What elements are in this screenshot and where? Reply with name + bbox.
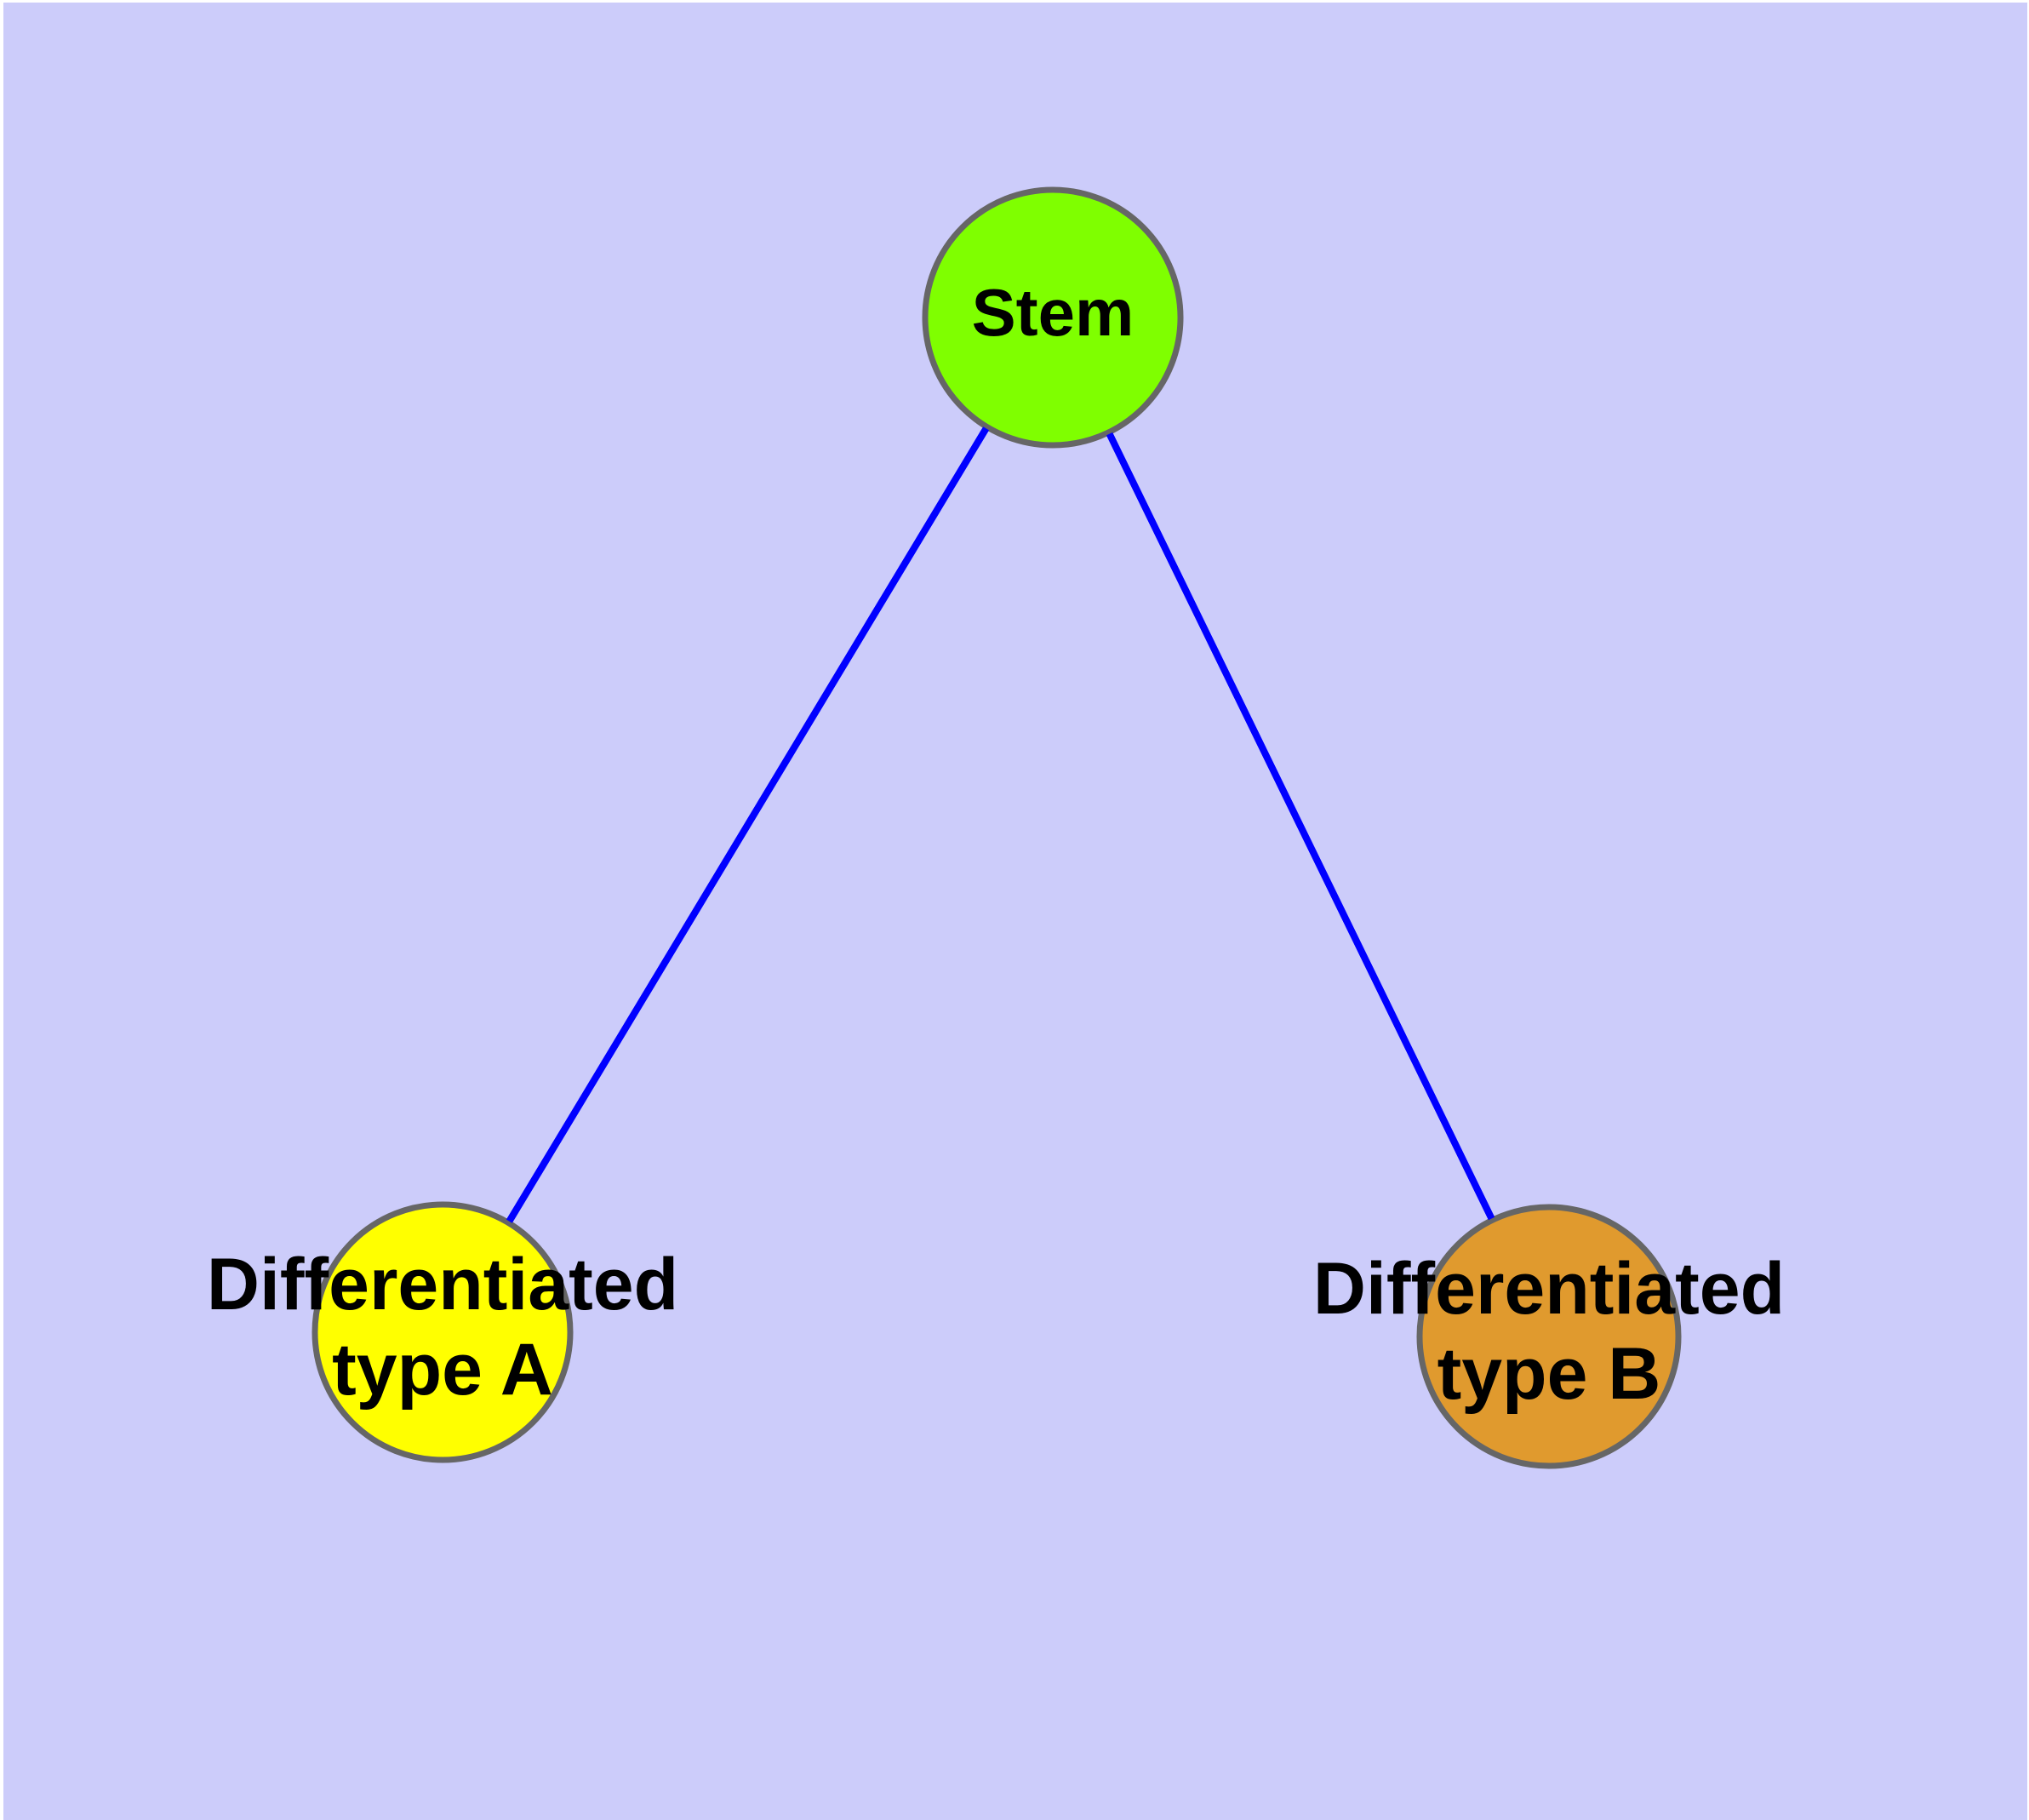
node-stem-circle[interactable] bbox=[922, 186, 1184, 449]
node-differentiated-type-b-circle[interactable] bbox=[1416, 1204, 1682, 1469]
node-stem-label: Stem bbox=[972, 275, 1135, 350]
edge-stem-to-differentiated-type-a-overlay bbox=[506, 426, 990, 1223]
edge-overlay-layer bbox=[506, 426, 1495, 1223]
edge-layer bbox=[506, 426, 1495, 1223]
edge-stem-to-differentiated-type-b-overlay bbox=[1106, 432, 1495, 1221]
node-layer bbox=[311, 186, 1682, 1469]
node-differentiated-type-a-circle[interactable] bbox=[311, 1201, 574, 1463]
